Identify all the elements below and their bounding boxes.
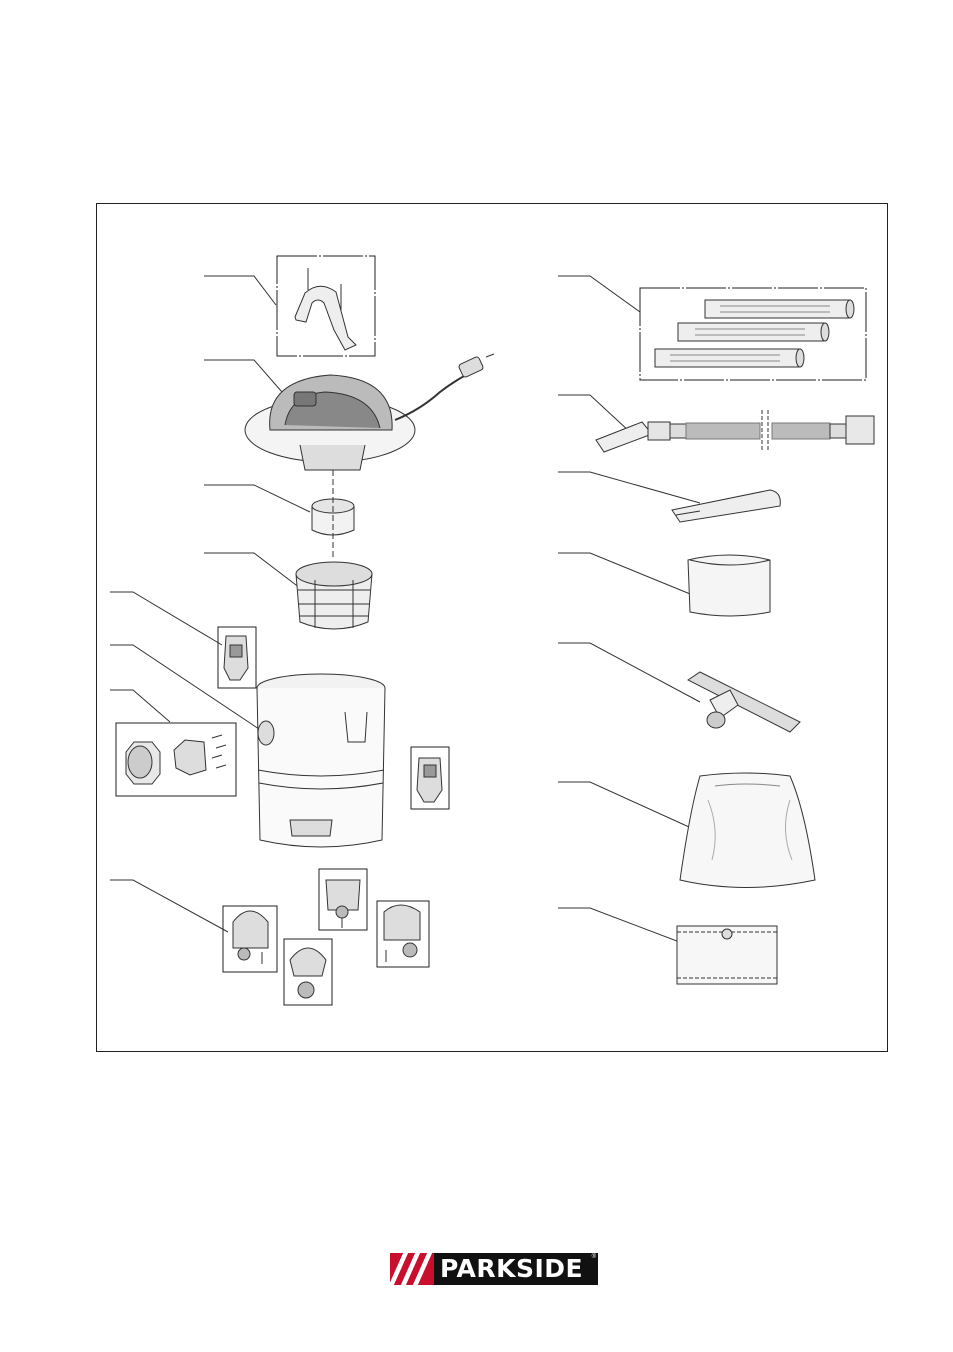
foam-filter-part bbox=[204, 470, 355, 560]
filter-bag-part bbox=[558, 907, 778, 985]
castors-part bbox=[110, 868, 430, 1006]
clip-left-part bbox=[110, 591, 257, 689]
filter-cage-part bbox=[204, 552, 373, 630]
suction-hose-part bbox=[558, 394, 875, 453]
floor-nozzle-part bbox=[558, 642, 801, 733]
filter-cartridge-part bbox=[558, 552, 771, 617]
brand-stripes-icon bbox=[390, 1253, 434, 1285]
blower-connector-part bbox=[110, 689, 237, 797]
motor-head-part bbox=[204, 353, 495, 471]
handle-part bbox=[204, 255, 376, 357]
tank-part bbox=[110, 644, 386, 848]
clip-right-part bbox=[410, 746, 450, 810]
dust-bag-part bbox=[558, 772, 816, 888]
exploded-diagram-frame bbox=[96, 203, 888, 1052]
crevice-nozzle-part bbox=[558, 471, 781, 523]
registered-mark: ® bbox=[591, 1254, 596, 1260]
parkside-logo: PARKSIDE ® bbox=[390, 1253, 598, 1285]
brand-name: PARKSIDE bbox=[440, 1254, 584, 1283]
extension-tubes-part bbox=[558, 275, 867, 381]
